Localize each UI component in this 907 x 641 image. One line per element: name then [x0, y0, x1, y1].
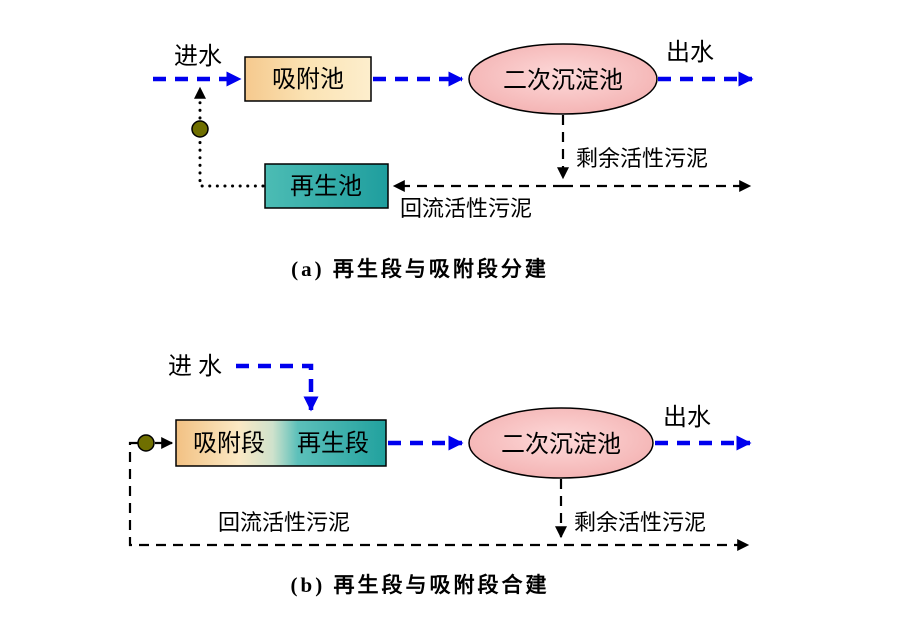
regeneration-tank-label: 再生池 [290, 173, 362, 200]
return-sludge-line [128, 441, 750, 551]
regeneration-stage-label: 再生段 [297, 430, 369, 457]
caption-a: (a) 再生段与吸附段分建 [291, 257, 549, 281]
influent-label: 进 水 [168, 353, 222, 380]
secondary-clarifier-ellipse [468, 43, 658, 115]
junction-node [191, 120, 209, 138]
effluent-label: 出水 [666, 39, 714, 66]
adsorption-stage-label: 吸附段 [193, 430, 265, 457]
adsorption-tank-box [244, 56, 372, 102]
diagram-b: 进 水 吸附段 再生段 二次沉淀池 出水 剩余活性污泥 回流活性污泥 (b) 再… [128, 353, 752, 597]
diagram-a: 进水 吸附池 二次沉淀池 出水 剩余活性污泥 再生池 回流活性污泥 (a) 再生… [153, 39, 754, 281]
secondary-clarifier-ellipse [468, 407, 654, 479]
caption-b: (b) 再生段与吸附段合建 [291, 573, 550, 597]
combined-tank-box [175, 419, 387, 467]
influent-flow-line [236, 363, 319, 412]
return-sludge-label: 回流活性污泥 [400, 196, 532, 221]
regeneration-tank-box [264, 163, 389, 209]
junction-node [137, 434, 155, 452]
return-sludge-label: 回流活性污泥 [218, 510, 350, 535]
influent-label: 进水 [174, 43, 222, 70]
excess-sludge-label: 剩余活性污泥 [576, 146, 708, 171]
recycle-dotted-line [198, 138, 265, 188]
effluent-label: 出水 [663, 404, 711, 431]
secondary-clarifier-label: 二次沉淀池 [501, 431, 621, 458]
adsorption-tank-label: 吸附池 [272, 66, 344, 93]
secondary-clarifier-label: 二次沉淀池 [503, 67, 623, 94]
excess-sludge-label: 剩余活性污泥 [574, 510, 706, 535]
